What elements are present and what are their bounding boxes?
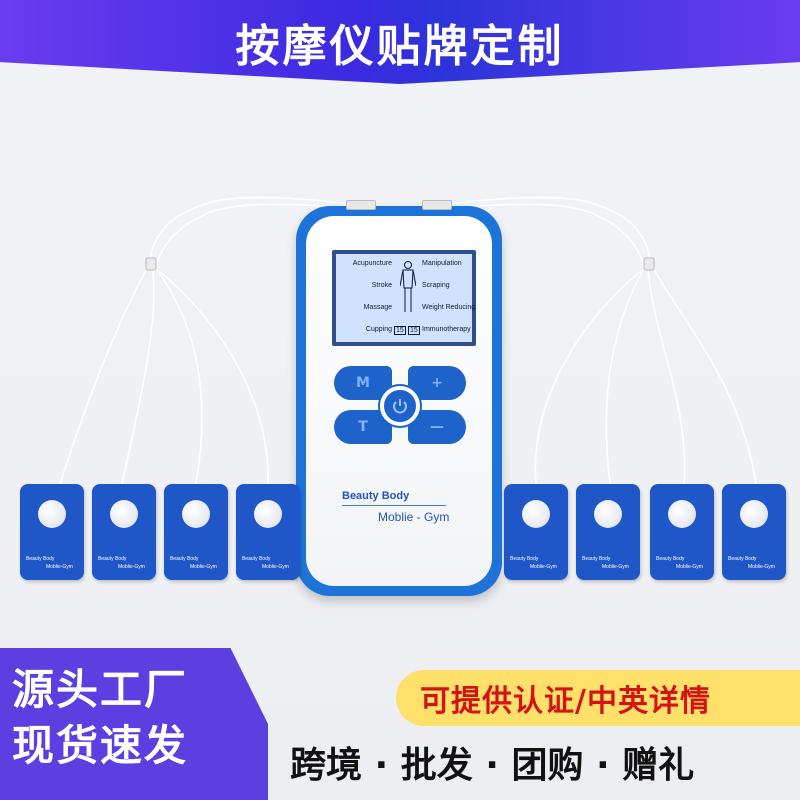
factory-banner <box>0 648 268 800</box>
lcd-screen: Acupuncture Stroke Massage Cupping Manip… <box>332 250 476 346</box>
pad-connector <box>182 500 210 528</box>
service-tags: 跨境 · 批发 · 团购 · 赠礼 <box>290 745 695 786</box>
screen-label: Acupuncture <box>352 260 392 267</box>
screen-label: Massage <box>363 304 392 311</box>
screen-label: Scraping <box>422 282 450 289</box>
pad-label: Moblie-Gym <box>676 564 703 570</box>
timer-display: 15 <box>394 326 406 335</box>
pad-label: Beauty Body <box>510 556 539 562</box>
plus-button[interactable]: + <box>408 366 466 400</box>
pad-connector <box>38 500 66 528</box>
minus-button[interactable]: — <box>408 410 466 444</box>
pad-label: Moblie-Gym <box>118 564 145 570</box>
screen-label: Stroke <box>371 282 392 289</box>
human-body-icon <box>400 261 416 312</box>
pad-label: Moblie-Gym <box>748 564 775 570</box>
pad-label: Beauty Body <box>98 556 127 562</box>
brand-divider <box>342 505 446 506</box>
pad-label: Moblie-Gym <box>262 564 289 570</box>
cable-jack-left <box>346 200 376 210</box>
pad-label: Beauty Body <box>242 556 271 562</box>
pad-label: Moblie-Gym <box>602 564 629 570</box>
pad-label: Beauty Body <box>656 556 685 562</box>
screen-label: Immunotherapy <box>422 326 471 333</box>
electrode-pad: Beauty Body Moblie-Gym <box>92 484 156 580</box>
electrode-pad: Beauty Body Moblie-Gym <box>576 484 640 580</box>
electrode-pad: Beauty Body Moblie-Gym <box>504 484 568 580</box>
pad-connector <box>740 500 768 528</box>
pad-connector <box>254 500 282 528</box>
screen-label: Weight Reducing <box>422 304 476 311</box>
pad-label: Beauty Body <box>26 556 55 562</box>
electrode-pad: Beauty Body Moblie-Gym <box>164 484 228 580</box>
screen-label: Manipulation <box>422 260 462 267</box>
pad-label: Beauty Body <box>582 556 611 562</box>
electrode-pad: Beauty Body Moblie-Gym <box>20 484 84 580</box>
control-buttons: M + T — <box>330 360 470 452</box>
pad-label: Beauty Body <box>170 556 199 562</box>
pad-label: Moblie-Gym <box>46 564 73 570</box>
power-button[interactable] <box>380 386 420 426</box>
pad-connector <box>110 500 138 528</box>
factory-slogan: 源头工厂 <box>12 665 189 714</box>
pad-label: Moblie-Gym <box>190 564 217 570</box>
device-model: Moblie - Gym <box>378 510 450 524</box>
power-icon <box>393 399 407 414</box>
certification-badge <box>396 670 800 726</box>
certification-text: 可提供认证/中英详情 <box>420 684 711 719</box>
pad-label: Beauty Body <box>728 556 757 562</box>
pad-label: Moblie-Gym <box>530 564 557 570</box>
shipping-slogan: 现货速发 <box>12 721 189 770</box>
electrode-pad: Beauty Body Moblie-Gym <box>236 484 300 580</box>
page-title: 按摩仪贴牌定制 <box>235 21 565 72</box>
pad-connector <box>594 500 622 528</box>
electrode-pad: Beauty Body Moblie-Gym <box>650 484 714 580</box>
cable-jack-right <box>422 200 452 210</box>
device-brand: Beauty Body <box>342 490 410 502</box>
timer-display: 15 <box>408 326 420 335</box>
electrode-pad: Beauty Body Moblie-Gym <box>722 484 786 580</box>
pad-connector <box>668 500 696 528</box>
pad-connector <box>522 500 550 528</box>
screen-label: Cupping <box>365 326 392 333</box>
